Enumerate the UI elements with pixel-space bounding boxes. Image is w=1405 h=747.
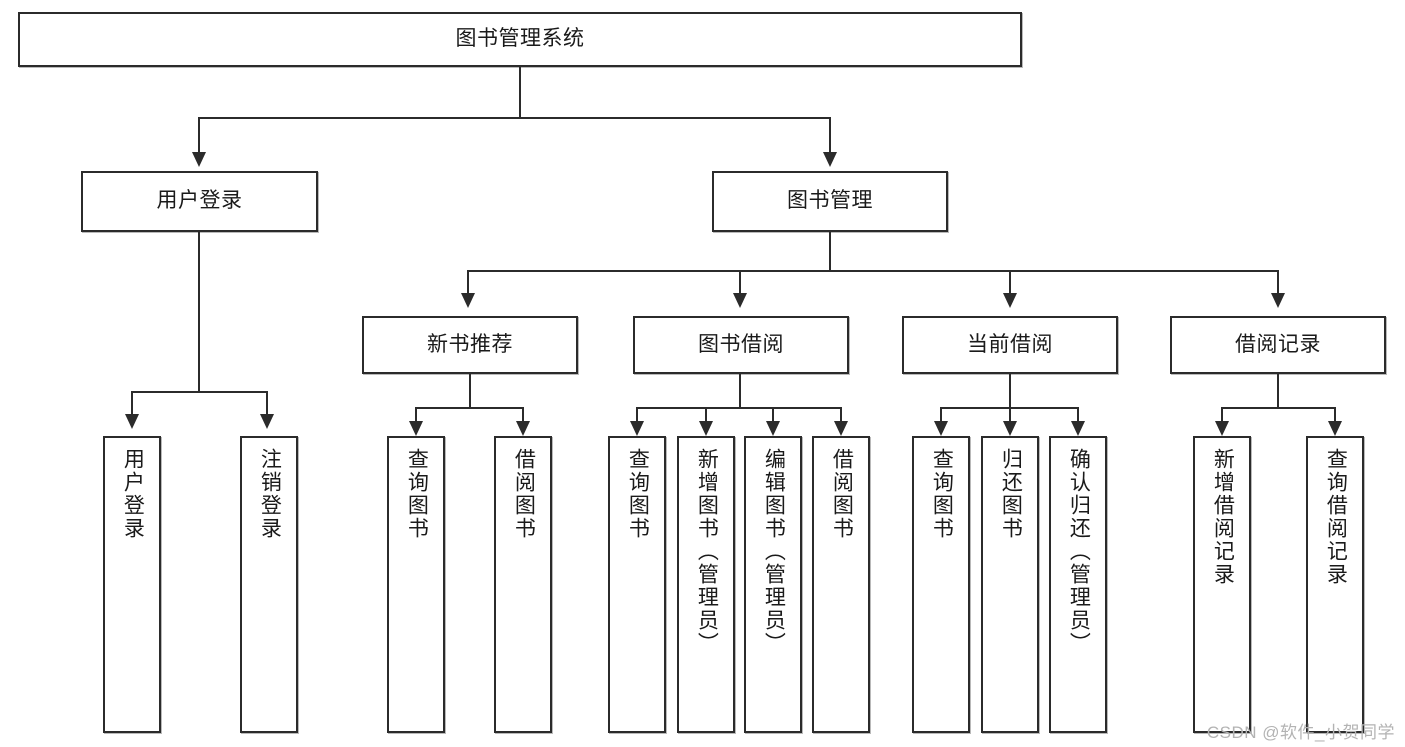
connector-user-login-stem — [198, 232, 200, 392]
node-borrow-record-label: 借阅记录 — [1235, 332, 1321, 356]
arrowhead-leaf-confirm-return — [1071, 421, 1085, 436]
connector-borrow-record-drop-2 — [1334, 407, 1336, 423]
arrowhead-to-new-book-recommend — [461, 293, 475, 308]
node-current-borrow[interactable]: 当前借阅 — [902, 316, 1118, 374]
node-new-book-recommend-label: 新书推荐 — [427, 332, 513, 356]
arrowhead-leaf-query-book-3 — [934, 421, 948, 436]
connector-current-borrow-drop-1 — [940, 407, 942, 423]
connector-new-book-drop-2 — [522, 407, 524, 423]
connector-to-borrow-record — [1277, 270, 1279, 295]
arrowhead-to-user-login — [192, 152, 206, 167]
node-leaf-add-book-label: 新增图书（管理员） — [695, 448, 719, 655]
arrowhead-to-book-borrow — [733, 293, 747, 308]
connector-borrow-record-stem — [1277, 374, 1279, 408]
node-leaf-user-logout-label: 注销登录 — [258, 448, 282, 540]
arrowhead-leaf-borrow-book-2 — [834, 421, 848, 436]
node-leaf-borrow-book-1[interactable]: 借阅图书 — [494, 436, 552, 733]
arrowhead-leaf-edit-book — [766, 421, 780, 436]
node-root-label: 图书管理系统 — [455, 27, 585, 51]
arrowhead-to-current-borrow — [1003, 293, 1017, 308]
node-leaf-confirm-return-label: 确认归还（管理员） — [1067, 448, 1091, 655]
node-leaf-query-record[interactable]: 查询借阅记录 — [1306, 436, 1364, 733]
arrowhead-leaf-query-book-2 — [630, 421, 644, 436]
connector-current-borrow-stem — [1009, 374, 1011, 408]
node-user-login[interactable]: 用户登录 — [81, 171, 318, 232]
node-leaf-return-book[interactable]: 归还图书 — [981, 436, 1039, 733]
node-leaf-query-book-2-label: 查询图书 — [626, 448, 650, 540]
connector-user-login-bus — [132, 391, 267, 393]
arrowhead-leaf-user-login — [125, 414, 139, 429]
node-leaf-query-book-1-label: 查询图书 — [405, 448, 429, 540]
connector-book-borrow-drop-2 — [705, 407, 707, 423]
node-leaf-confirm-return[interactable]: 确认归还（管理员） — [1049, 436, 1107, 733]
connector-new-book-drop-1 — [415, 407, 417, 423]
arrowhead-leaf-query-record — [1328, 421, 1342, 436]
connector-current-borrow-drop-2 — [1009, 407, 1011, 423]
connector-to-user-login — [198, 117, 200, 155]
connector-new-book-stem — [469, 374, 471, 408]
node-leaf-user-logout[interactable]: 注销登录 — [240, 436, 298, 733]
node-book-borrow-label: 图书借阅 — [698, 332, 784, 356]
connector-new-book-bus — [416, 407, 524, 409]
node-leaf-borrow-book-1-label: 借阅图书 — [512, 448, 536, 540]
connector-level2-bus — [468, 270, 1279, 272]
node-leaf-add-book[interactable]: 新增图书（管理员） — [677, 436, 735, 733]
node-root[interactable]: 图书管理系统 — [18, 12, 1022, 67]
connector-to-current-borrow — [1009, 270, 1011, 295]
connector-to-new-book-recommend — [467, 270, 469, 295]
node-leaf-add-record-label: 新增借阅记录 — [1211, 448, 1235, 586]
node-current-borrow-label: 当前借阅 — [967, 332, 1053, 356]
node-leaf-query-record-label: 查询借阅记录 — [1324, 448, 1348, 586]
node-leaf-return-book-label: 归还图书 — [999, 448, 1023, 540]
node-leaf-user-login[interactable]: 用户登录 — [103, 436, 161, 733]
node-book-manage[interactable]: 图书管理 — [712, 171, 948, 232]
arrowhead-leaf-user-logout — [260, 414, 274, 429]
connector-to-book-manage — [829, 117, 831, 155]
node-book-borrow[interactable]: 图书借阅 — [633, 316, 849, 374]
arrowhead-leaf-borrow-book-1 — [516, 421, 530, 436]
connector-user-login-drop-2 — [266, 391, 268, 416]
connector-book-borrow-stem — [739, 374, 741, 408]
connector-root-stem — [519, 67, 521, 118]
node-leaf-borrow-book-2[interactable]: 借阅图书 — [812, 436, 870, 733]
connector-book-borrow-drop-4 — [840, 407, 842, 423]
connector-book-manage-stem — [829, 232, 831, 271]
arrowhead-leaf-return-book — [1003, 421, 1017, 436]
node-leaf-query-book-3[interactable]: 查询图书 — [912, 436, 970, 733]
arrowhead-leaf-add-book — [699, 421, 713, 436]
node-book-manage-label: 图书管理 — [787, 189, 873, 213]
arrowhead-to-book-manage — [823, 152, 837, 167]
node-new-book-recommend[interactable]: 新书推荐 — [362, 316, 578, 374]
node-leaf-edit-book[interactable]: 编辑图书（管理员） — [744, 436, 802, 733]
connector-book-borrow-drop-3 — [772, 407, 774, 423]
connector-book-borrow-bus — [637, 407, 841, 409]
arrowhead-to-borrow-record — [1271, 293, 1285, 308]
node-user-login-label: 用户登录 — [156, 189, 243, 213]
node-leaf-query-book-2[interactable]: 查询图书 — [608, 436, 666, 733]
node-leaf-query-book-3-label: 查询图书 — [930, 448, 954, 540]
connector-borrow-record-drop-1 — [1221, 407, 1223, 423]
connector-borrow-record-bus — [1222, 407, 1336, 409]
connector-level1-bus — [199, 117, 831, 119]
watermark-text: CSDN @软件_小贺同学 — [1206, 723, 1395, 742]
connector-user-login-drop-1 — [131, 391, 133, 416]
connector-current-borrow-drop-3 — [1077, 407, 1079, 423]
connector-to-book-borrow — [739, 270, 741, 295]
node-leaf-user-login-label: 用户登录 — [121, 448, 145, 540]
node-leaf-add-record[interactable]: 新增借阅记录 — [1193, 436, 1251, 733]
arrowhead-leaf-query-book-1 — [409, 421, 423, 436]
arrowhead-leaf-add-record — [1215, 421, 1229, 436]
node-borrow-record[interactable]: 借阅记录 — [1170, 316, 1386, 374]
node-leaf-edit-book-label: 编辑图书（管理员） — [762, 448, 786, 655]
node-leaf-query-book-1[interactable]: 查询图书 — [387, 436, 445, 733]
connector-book-borrow-drop-1 — [636, 407, 638, 423]
node-leaf-borrow-book-2-label: 借阅图书 — [830, 448, 854, 540]
